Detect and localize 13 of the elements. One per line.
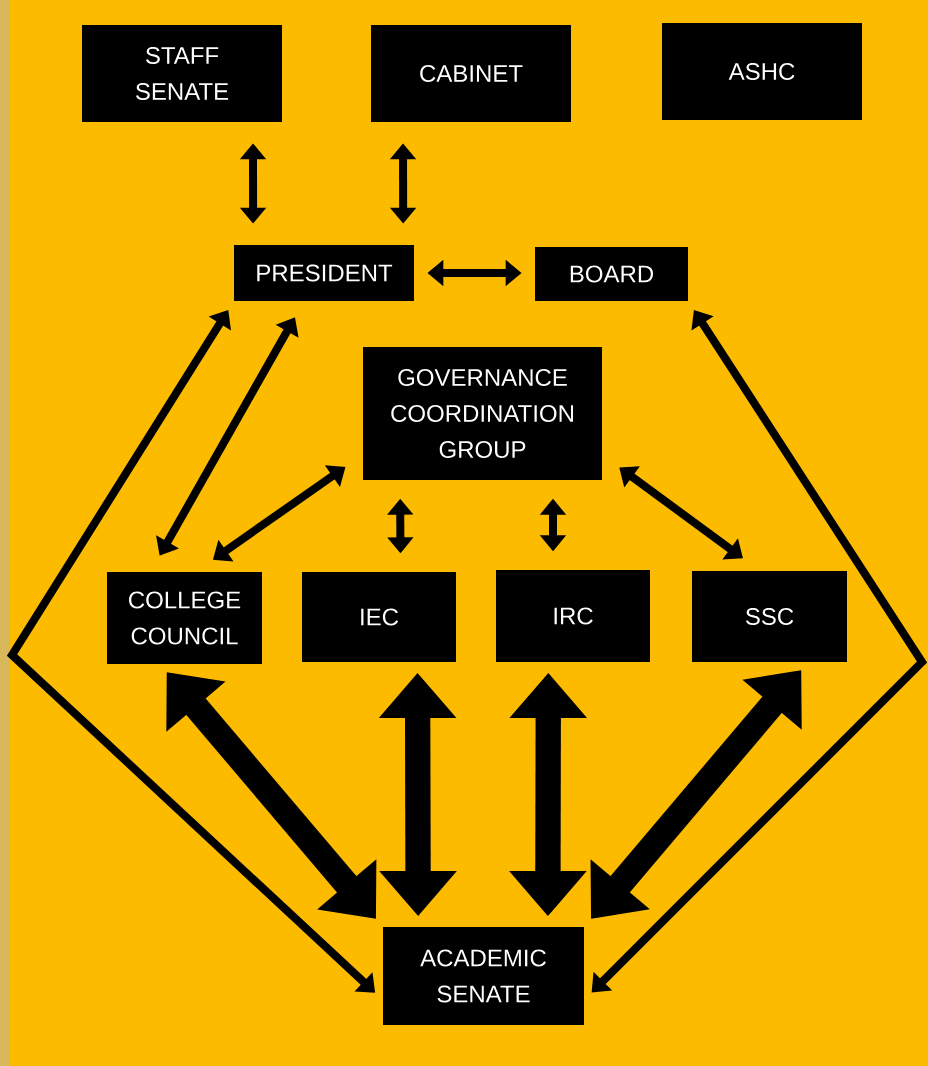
org-box: IEC (302, 572, 456, 662)
org-box: SSC (692, 571, 847, 662)
org-box: PRESIDENT (234, 245, 414, 301)
double-arrow (619, 466, 743, 560)
double-arrow (591, 310, 928, 993)
org-box: GOVERNANCE COORDINATION GROUP (363, 347, 602, 480)
org-box: CABINET (371, 25, 571, 122)
org-box: BOARD (535, 247, 688, 301)
org-box: COLLEGE COUNCIL (107, 572, 262, 664)
org-box: ACADEMIC SENATE (383, 927, 584, 1025)
org-box: ASHC (662, 23, 862, 120)
org-box: IRC (496, 570, 650, 662)
org-box: STAFF SENATE (82, 25, 282, 122)
